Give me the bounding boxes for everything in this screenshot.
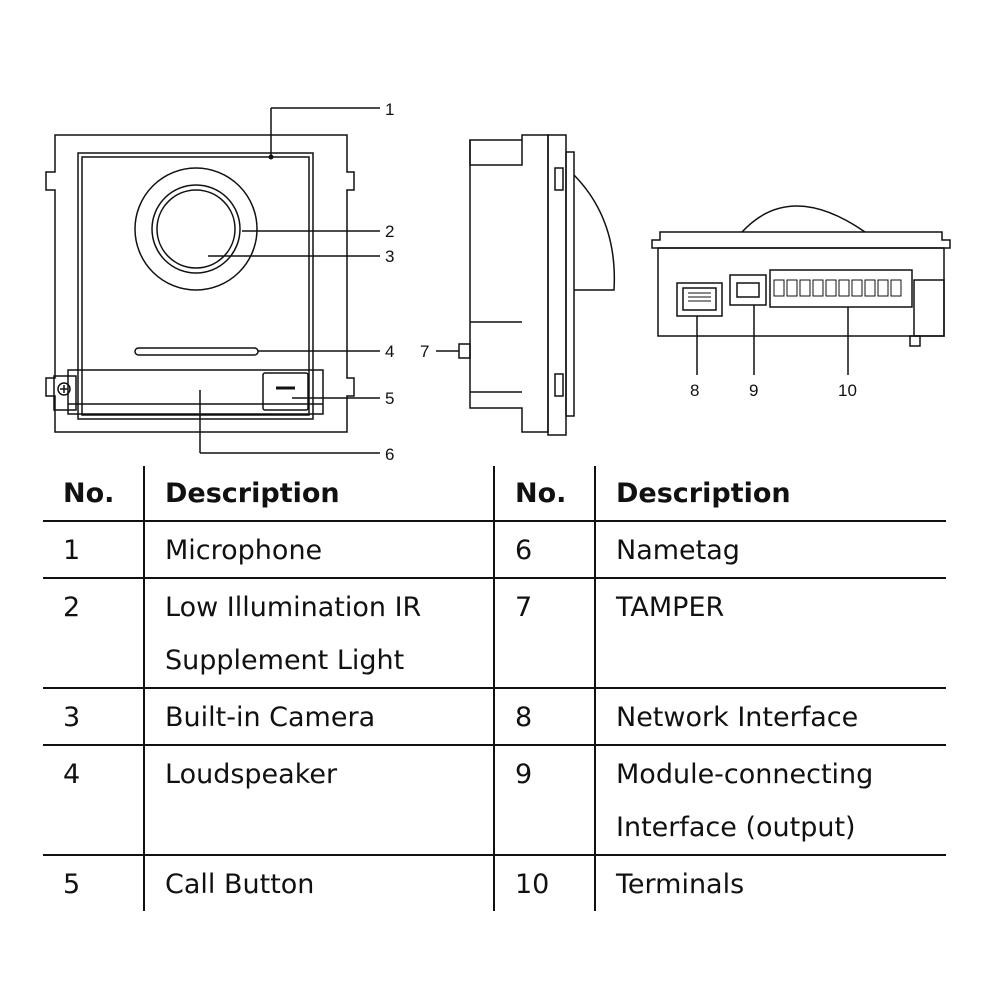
screw-bracket <box>53 375 77 411</box>
callout-10: 10 <box>838 381 857 400</box>
callout-6: 6 <box>385 445 394 460</box>
tamper-switch <box>458 343 471 359</box>
table-row: 1 Microphone 6 Nametag <box>43 521 946 578</box>
row-left-desc: Low Illumination IR Supplement Light <box>143 578 494 688</box>
network-port <box>676 282 723 317</box>
bottom-dome <box>741 205 866 233</box>
row-left-no: 2 <box>63 592 81 623</box>
row-right-no: 8 <box>493 688 595 745</box>
row-right-desc: Module-connecting Interface (output) <box>594 745 946 855</box>
header-no-right: No. <box>493 466 595 521</box>
side-body <box>469 134 549 433</box>
row-right-no: 7 <box>493 578 595 688</box>
front-frame-outline <box>45 134 355 433</box>
row-right-desc: Nametag <box>594 521 946 578</box>
screw-head <box>57 382 71 396</box>
row-right-no: 9 <box>493 745 595 855</box>
callout-3: 3 <box>385 247 394 266</box>
table-row: 4 Loudspeaker 9 Module-connecting Interf… <box>43 745 946 855</box>
callout-1: 1 <box>385 100 394 119</box>
side-front-lip <box>565 151 575 417</box>
side-camera-dome <box>573 174 616 291</box>
device-diagram: 1 2 3 4 5 6 7 8 9 10 <box>45 100 951 460</box>
row-left-no: 1 <box>63 535 81 566</box>
microphone-hole <box>268 154 274 160</box>
network-port-contacts <box>688 292 711 302</box>
front-panel <box>77 152 314 420</box>
side-body-back <box>469 139 523 166</box>
callout-9: 9 <box>749 381 758 400</box>
side-clip-top <box>554 167 564 191</box>
header-description-left: Description <box>143 466 494 521</box>
row-right-no: 10 <box>493 855 595 911</box>
row-left-no: 4 <box>63 759 81 790</box>
row-right-desc: Network Interface <box>594 688 946 745</box>
nametag-strip <box>67 369 324 415</box>
row-left-desc: Built-in Camera <box>143 688 494 745</box>
front-view <box>45 107 380 454</box>
side-clip-bottom <box>554 373 564 397</box>
header-no-left: No. <box>63 477 115 509</box>
callout-4: 4 <box>385 342 394 361</box>
call-button-shape <box>262 372 309 411</box>
side-view <box>436 134 616 436</box>
table-row: 2 Low Illumination IR Supplement Light 7… <box>43 578 946 688</box>
table-row: 3 Built-in Camera 8 Network Interface <box>43 688 946 745</box>
row-left-desc: Loudspeaker <box>143 745 494 855</box>
table-header-row: No. Description No. Description <box>43 466 946 521</box>
ir-light-ring <box>134 167 258 291</box>
row-left-desc: Call Button <box>143 855 494 911</box>
terminal-pins <box>773 279 902 297</box>
header-description-right: Description <box>594 466 946 521</box>
callout-8: 8 <box>690 381 699 400</box>
loudspeaker-slot <box>134 347 259 356</box>
bottom-view <box>651 205 951 375</box>
row-right-desc: TAMPER <box>594 578 946 688</box>
network-port-inner <box>682 287 717 311</box>
bottom-foot <box>909 335 921 347</box>
row-left-desc: Microphone <box>143 521 494 578</box>
row-left-no: 5 <box>63 869 81 900</box>
terminal-block <box>769 269 913 308</box>
module-connector <box>729 274 767 306</box>
callout-7: 7 <box>420 342 429 361</box>
row-right-no: 6 <box>493 521 595 578</box>
front-panel-inner <box>81 156 310 416</box>
camera-ring-outer <box>151 184 241 274</box>
bottom-top-plate <box>651 231 951 249</box>
row-right-desc: Terminals <box>594 855 946 911</box>
camera-lens <box>156 189 236 269</box>
bottom-body-right-step <box>913 279 945 337</box>
callout-5: 5 <box>385 389 394 408</box>
table-row: 5 Call Button 10 Terminals <box>43 855 946 911</box>
row-left-no: 3 <box>63 702 81 733</box>
module-connector-inner <box>736 282 760 298</box>
component-table: No. Description No. Description 1 Microp… <box>43 466 946 911</box>
callout-2: 2 <box>385 222 394 241</box>
